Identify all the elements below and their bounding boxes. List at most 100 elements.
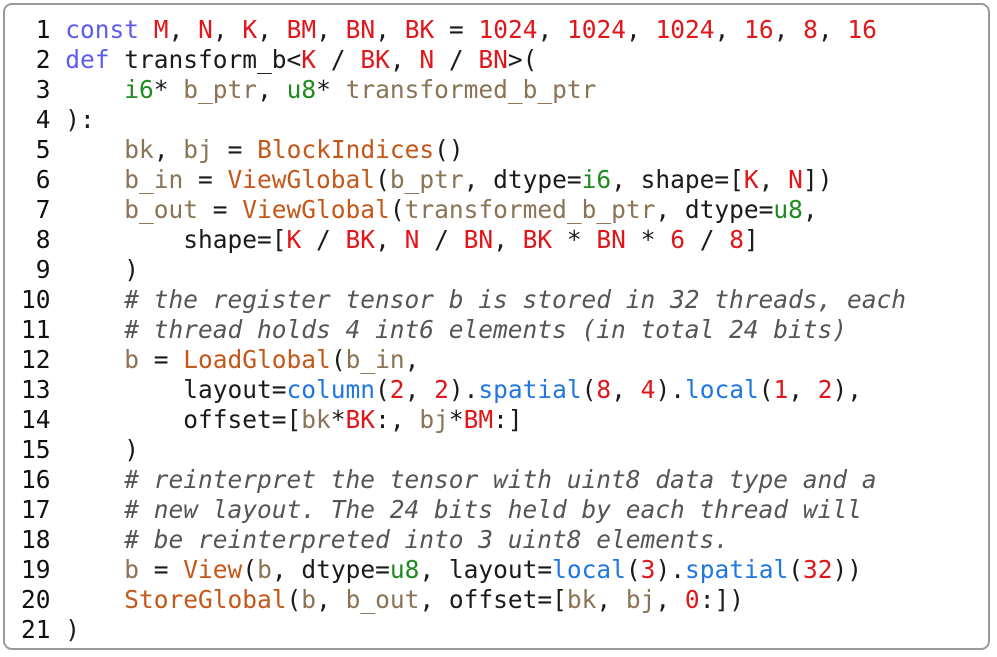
code-token: ,: [537, 15, 567, 44]
code-token: ,: [773, 15, 804, 44]
code-line: 12 b = LoadGlobal(b_in,: [21, 345, 906, 375]
code-token: ,: [153, 135, 184, 164]
code-token: b: [301, 585, 317, 614]
code-token: )): [832, 555, 863, 584]
code-token: (: [625, 555, 641, 584]
code-token: (: [758, 375, 774, 404]
code-token: 2: [434, 375, 449, 404]
code-token: bj: [625, 585, 656, 614]
code-token: (: [375, 165, 390, 194]
code-token: ,: [714, 15, 745, 44]
line-number: 19: [21, 555, 51, 584]
code-token: ,: [596, 585, 626, 614]
line-number: 6: [35, 165, 51, 194]
code-token: ,: [257, 75, 287, 104]
code-token: ,: [788, 375, 818, 404]
code-token: N: [198, 15, 213, 44]
line-number: 2: [35, 45, 51, 74]
code-line: 18 # be reinterpreted into 3 uint8 eleme…: [21, 525, 906, 555]
code-token: # thread holds 4 int6 elements (in total…: [124, 315, 848, 344]
code-token: b: [124, 345, 140, 374]
line-number: 14: [21, 405, 51, 434]
code-token: BN: [478, 45, 508, 74]
code-line: 15 ): [21, 435, 906, 465]
code-token: [65, 285, 124, 314]
code-token: , dtype=: [655, 195, 774, 224]
code-token: 16: [744, 15, 774, 44]
code-token: 16: [847, 15, 877, 44]
code-token: BK: [360, 45, 390, 74]
code-token: offset=[: [65, 405, 302, 434]
code-token: ,: [212, 15, 243, 44]
code-token: ,: [404, 375, 435, 404]
code-token: , shape=[: [611, 165, 744, 194]
code-token: =: [212, 135, 258, 164]
code-token: >(: [507, 45, 538, 74]
code-token: 8: [729, 225, 744, 254]
code-token: b_ptr: [183, 75, 258, 104]
code-token: /: [684, 225, 730, 254]
code-token: ]): [802, 165, 833, 194]
code-token: BlockIndices: [257, 135, 435, 164]
code-token: *: [448, 405, 464, 434]
code-token: K: [242, 15, 258, 44]
code-token: ,: [802, 195, 818, 224]
code-token: BN: [463, 225, 494, 254]
code-token: [65, 495, 124, 524]
code-token: BN: [596, 225, 626, 254]
code-token: [65, 525, 124, 554]
line-number: 21: [21, 615, 51, 644]
code-token: BN: [345, 15, 376, 44]
code-token: =: [139, 345, 184, 374]
code-token: View: [183, 555, 243, 584]
code-line: 20 StoreGlobal(b, b_out, offset=[bk, bj,…: [21, 585, 906, 615]
code-token: ,: [404, 345, 420, 374]
code-token: [65, 315, 124, 344]
code-token: LoadGlobal: [183, 345, 331, 374]
code-token: local: [684, 375, 759, 404]
code-token: bk: [301, 405, 331, 434]
code-token: /: [316, 45, 361, 74]
line-number: 4: [35, 105, 51, 134]
code-token: , layout=: [419, 555, 553, 584]
code-token: :]: [493, 405, 523, 434]
code-token: ): [65, 435, 140, 464]
code-token: K: [286, 225, 302, 254]
code-token: 0: [684, 585, 700, 614]
code-token: 32: [802, 555, 833, 584]
code-line: 21): [21, 615, 906, 645]
code-token: 8: [803, 15, 818, 44]
code-token: StoreGlobal: [124, 585, 287, 614]
code-token: ViewGlobal: [242, 195, 390, 224]
code-token: , dtype=: [463, 165, 582, 194]
code-token: [139, 15, 154, 44]
code-token: ,: [316, 15, 346, 44]
code-token: i6: [581, 165, 612, 194]
line-number: 8: [35, 225, 51, 254]
code-token: spatial: [478, 375, 582, 404]
line-number: 20: [21, 585, 51, 614]
code-token: 8: [596, 375, 612, 404]
code-token: (: [242, 555, 258, 584]
line-number: 7: [35, 195, 51, 224]
code-token: ,: [375, 225, 405, 254]
code-token: # new layout. The 24 bits held by each t…: [124, 495, 862, 524]
code-token: layout=: [65, 375, 287, 404]
code-token: [65, 135, 124, 164]
code-token: N: [788, 165, 803, 194]
code-token: ): [65, 255, 140, 284]
line-number: 18: [21, 525, 51, 554]
code-token: BK: [404, 15, 435, 44]
code-token: 2: [817, 375, 833, 404]
code-token: ]: [744, 225, 759, 254]
code-token: 3: [640, 555, 656, 584]
code-token: # be reinterpreted into 3 uint8 elements…: [124, 525, 730, 554]
code-token: ,: [655, 585, 685, 614]
code-token: ):: [65, 105, 95, 134]
code-token: *: [316, 75, 346, 104]
line-number: 3: [35, 75, 51, 104]
code-line: 11 # thread holds 4 int6 elements (in to…: [21, 315, 906, 345]
code-token: BM: [463, 405, 494, 434]
code-token: (): [434, 135, 464, 164]
